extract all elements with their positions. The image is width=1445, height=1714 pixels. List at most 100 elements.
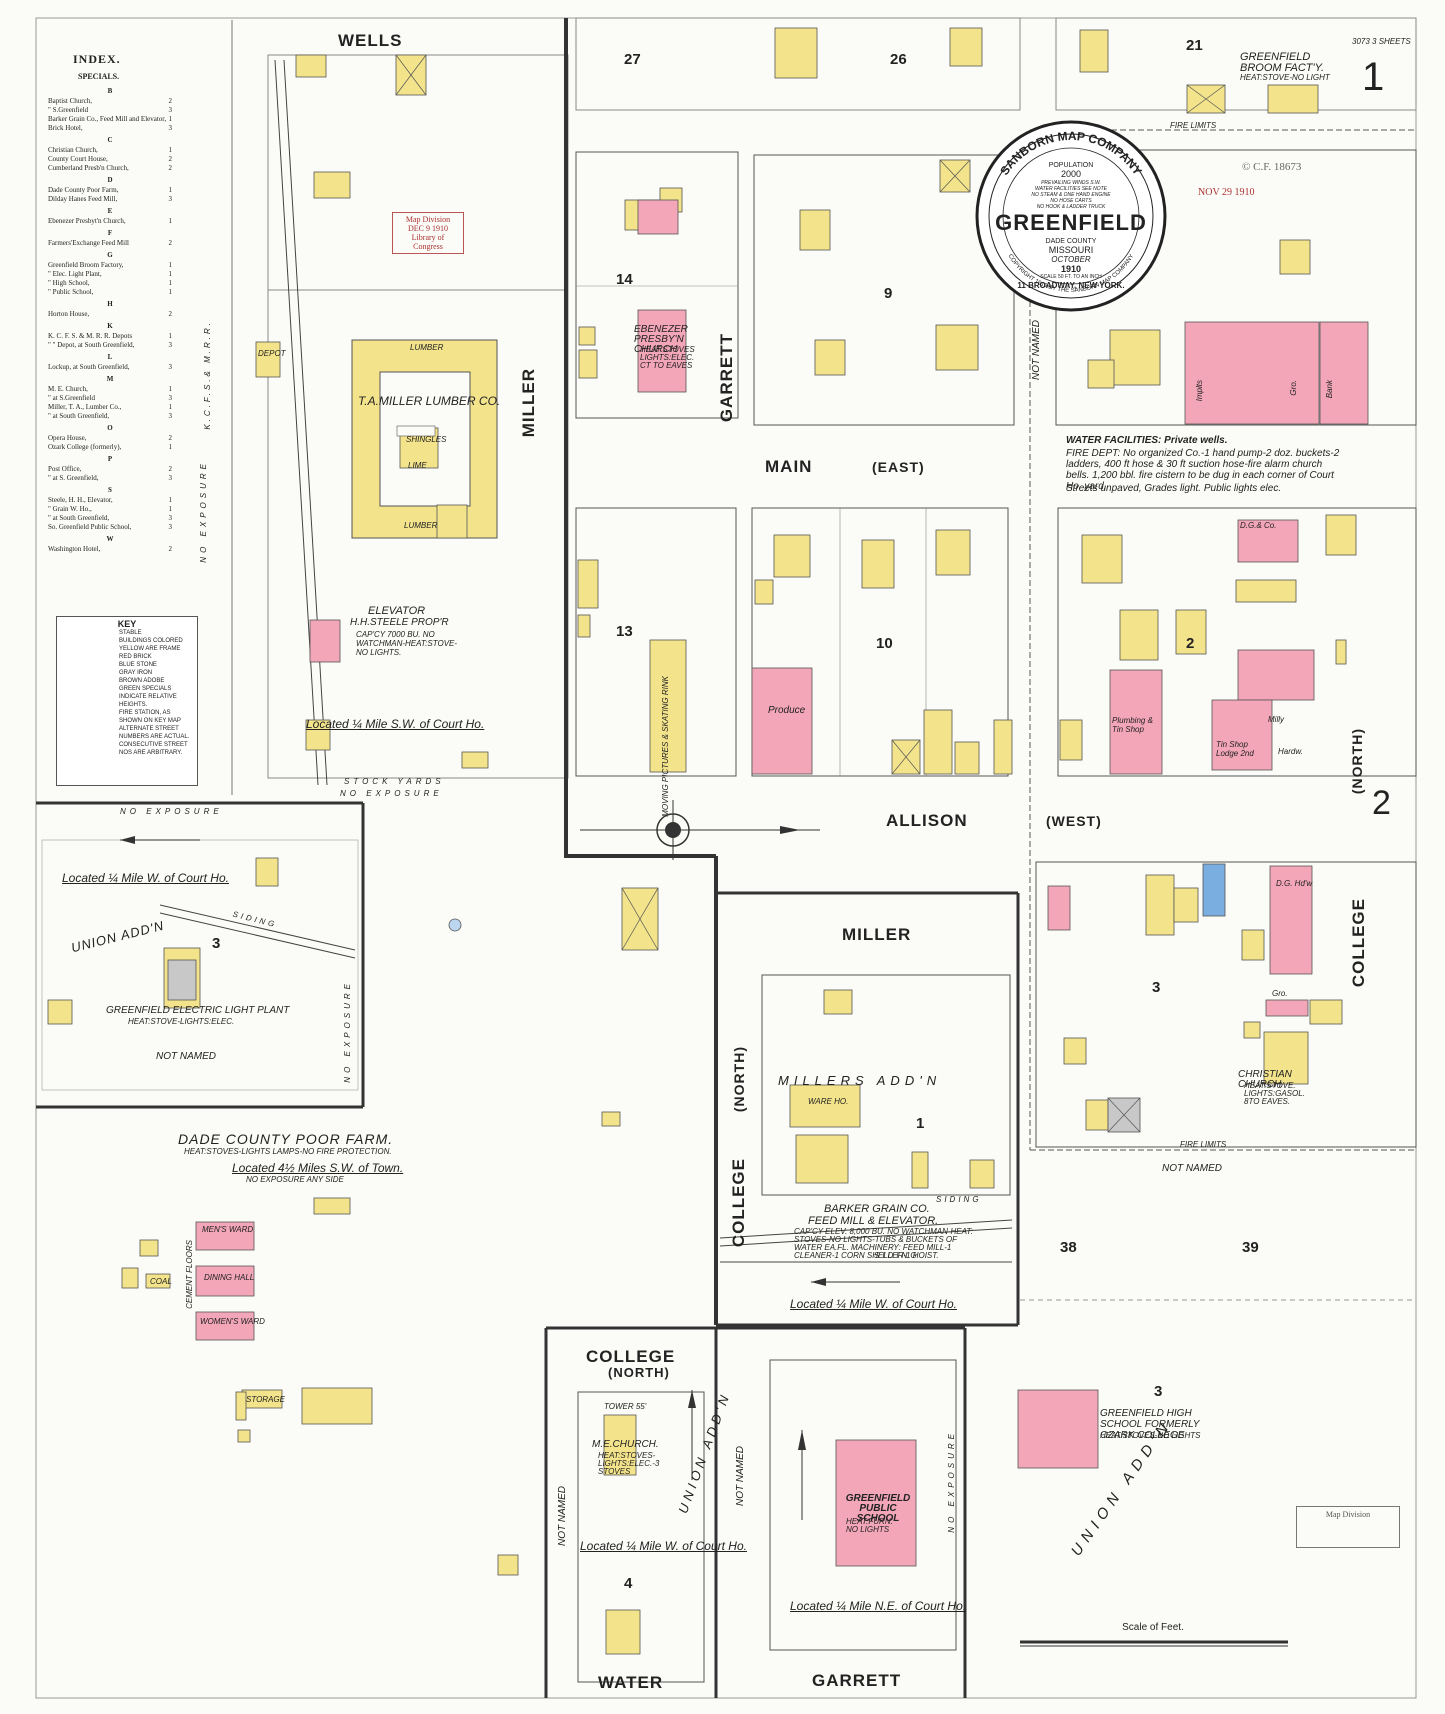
index-entry-name: " at South Greenfield, <box>48 412 110 420</box>
index-entry-name: Ozark College (formerly), <box>48 443 122 451</box>
index-entry-name: " S.Greenfield <box>48 106 89 114</box>
index-entry: " Public School,1 <box>48 288 172 297</box>
index-letter: F <box>107 229 113 237</box>
index-entry-sheet: 1 <box>168 288 173 296</box>
index-entry-name: " " Depot, at South Greenfield, <box>48 341 135 349</box>
seal-pop-label: POPULATION <box>1048 162 1094 169</box>
label-no-exposure-side: NO EXPOSURE ANY SIDE <box>246 1175 344 1184</box>
index-letter: C <box>107 136 113 144</box>
label-elevator-owner: H.H.STEELE PROP'R <box>350 617 449 628</box>
index-entry-name: " at South Greenfield, <box>48 514 110 522</box>
index-entry-name: Steele, H. H., Elevator, <box>48 496 113 504</box>
index-entry-sheet: 1 <box>168 270 173 278</box>
key-line: BROWN ADOBE <box>119 678 165 684</box>
index-entry-sheet: 3 <box>168 412 173 420</box>
index-entry-name: County Court House, <box>48 155 108 163</box>
key-title: KEY <box>117 619 137 629</box>
index-entry-name: M. E. Church, <box>48 385 88 393</box>
index-entry-sheet: 1 <box>168 403 173 411</box>
index-entry-sheet: 1 <box>168 261 173 269</box>
label-dry-goods: D.G. Hd'w <box>1276 879 1313 888</box>
label-high-school-note: HEAT:STOVES-NO LIGHTS <box>1100 1431 1201 1440</box>
index-letter: G <box>107 251 113 259</box>
index-letter: L <box>107 353 113 361</box>
block-number: 9 <box>884 285 893 302</box>
street-miller-horizontal: MILLER <box>842 925 912 944</box>
index-entry: " at South Greenfield,3 <box>48 514 172 523</box>
seal-scale: SCALE 50 FT. TO AN INCH <box>1040 274 1102 280</box>
label-loc-me: Located ¼ Mile W. of Court Ho. <box>580 1539 747 1553</box>
street-allison-west: (WEST) <box>1046 813 1102 829</box>
not-named-street-3: NOT NAMED <box>1031 320 1042 380</box>
index-entry: So. Greenfield Public School,3 <box>48 523 172 532</box>
label-tin-shop: Tin Shop Lodge 2nd <box>1216 740 1254 758</box>
seal-note: NO HOSE CARTS <box>1050 198 1092 204</box>
label-electric-plant: GREENFIELD ELECTRIC LIGHT PLANT <box>106 1005 290 1016</box>
label-me-church: M.E.CHURCH. <box>592 1439 659 1450</box>
street-college-right: COLLEGE <box>1349 898 1368 988</box>
index-subtitle: SPECIALS. <box>78 72 120 81</box>
not-named-street-2: NOT NAMED <box>156 1051 216 1062</box>
index-entry: Horton House,2 <box>48 310 172 319</box>
label-ware-house: WARE HO. <box>808 1097 849 1106</box>
label-womens-ward: WOMEN'S WARD <box>200 1317 265 1326</box>
label-water-facilities: WATER FACILITIES: Private wells. <box>1066 435 1228 446</box>
index-entry-name: Washington Hotel, <box>48 545 101 553</box>
seal-note: NO STEAM & ONE HAND ENGINE <box>1031 192 1111 198</box>
label-grocery-2: Gro. <box>1272 989 1288 998</box>
index-entry: " at South Greenfield, 3 <box>48 412 172 421</box>
block-number: 38 <box>1060 1239 1077 1256</box>
index-entry: Lockup, at South Greenfield,3 <box>48 363 172 372</box>
seal-notes: PREVAILING WINDS S.W.WATER FACILITIES SE… <box>1015 180 1127 210</box>
index-entry-sheet: 2 <box>168 465 173 473</box>
index-entry-name: Ebenezer Presbyt'n Church, <box>48 217 126 225</box>
not-named-street-1: NOT NAMED <box>1162 1163 1222 1174</box>
index-entry-name: Greenfield Broom Factory, <box>48 261 124 269</box>
index-entry-name: " High School, <box>48 279 90 287</box>
label-fire-dept: FIRE DEPT: No organized Co.-1 hand pump-… <box>1066 448 1340 492</box>
street-main-east: (EAST) <box>872 459 925 475</box>
key-line: ALTERNATE STREET NUMBERS ARE ACTUAL. <box>119 726 190 740</box>
index-letter: M <box>106 375 114 383</box>
label-depot: DEPOT <box>258 349 286 358</box>
label-elevator: ELEVATOR <box>368 605 426 617</box>
seal-note: WATER FACILITIES SEE NOTE <box>1035 186 1107 192</box>
index-entry-sheet: 1 <box>168 115 173 123</box>
index-entry: Dilday Hanes Feed Mill,3 <box>48 195 172 204</box>
label-high-school: GREENFIELD HIGH SCHOOL FORMERLY OZARK CO… <box>1100 1408 1200 1441</box>
seal-note: NO HOOK & LADDER TRUCK <box>1036 204 1106 210</box>
block-number: 13 <box>616 623 633 640</box>
key-line: GRAY IRON <box>119 670 153 676</box>
index-entry-name: Horton House, <box>48 310 90 318</box>
index-entry-sheet: 3 <box>168 363 173 371</box>
label-christian-note: HEAT:STOVE. LIGHTS:GASOL. 8TO EAVES. <box>1244 1081 1305 1106</box>
index-entry: M. E. Church,1 <box>48 385 172 394</box>
index-entry: " " Depot, at South Greenfield,3 <box>48 341 172 350</box>
block-number: 14 <box>616 271 633 288</box>
index-letter: W <box>106 535 114 543</box>
street-north-vertical: (NORTH) <box>731 1046 747 1113</box>
label-grocery: Gro. <box>1289 380 1298 396</box>
map-division-stamp: Map Division <box>1296 1506 1400 1548</box>
index-entry-name: " at S. Greenfield, <box>48 474 99 482</box>
label-implements: Implts <box>1195 380 1204 402</box>
block-number: 3 <box>1152 979 1161 996</box>
label-barker-mill: FEED MILL & ELEVATOR. <box>808 1215 939 1227</box>
index-entry-name: " Elec. Light Plant, <box>48 270 102 278</box>
index-entry-sheet: 1 <box>168 332 173 340</box>
index-entry-name: Cumberland Presb'n Church, <box>48 164 129 172</box>
key-line: INDICATE RELATIVE HEIGHTS. <box>119 694 177 708</box>
street-miller-vertical: MILLER <box>519 368 538 438</box>
index-entry-name: Dilday Hanes Feed Mill, <box>48 195 118 203</box>
label-millinery: Milly <box>1268 715 1284 724</box>
label-loc-elevator: Located ¼ Mile S.W. of Court Ho. <box>306 717 485 731</box>
label-loc-barker: Located ¼ Mile W. of Court Ho. <box>790 1297 957 1311</box>
index-entry-name: Barker Grain Co., Feed Mill and Elevator… <box>48 115 167 123</box>
index-entry-sheet: 1 <box>168 505 173 513</box>
scale-bar: Scale of Feet. <box>1018 1622 1288 1633</box>
index-entry-name: " Grain W. Ho., <box>48 505 92 513</box>
index-entry-name: Farmers'Exchange Feed Mill <box>48 239 129 247</box>
index-entry-sheet: 1 <box>168 496 173 504</box>
street-main: MAIN <box>765 457 813 476</box>
index-entry-name: So. Greenfield Public School, <box>48 523 132 531</box>
